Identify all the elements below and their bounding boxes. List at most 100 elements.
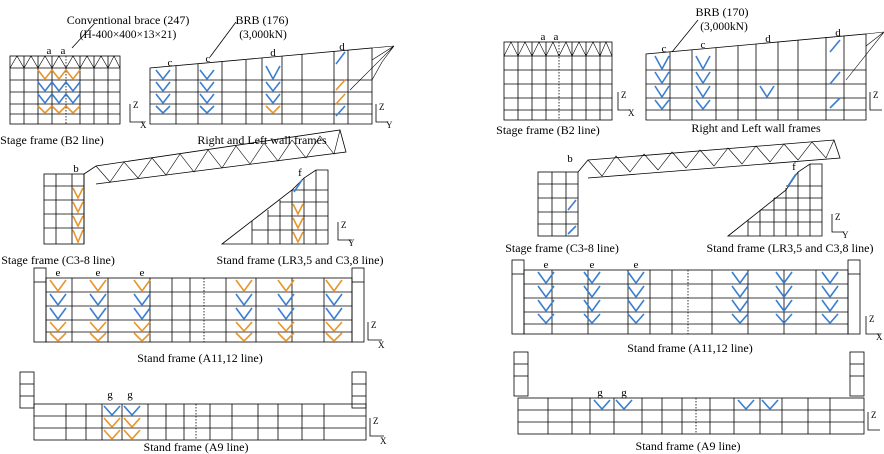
marker-b: b bbox=[567, 153, 573, 165]
svg-text:Y: Y bbox=[386, 120, 393, 130]
axis-indicator: Z bbox=[869, 90, 882, 111]
caption-stage-b2-left: Stage frame (B2 line) bbox=[0, 133, 104, 147]
marker-g: g bbox=[107, 389, 113, 401]
marker-d: d bbox=[765, 33, 771, 45]
brace-group-c38-left bbox=[72, 187, 84, 245]
axis-indicator: Z X bbox=[367, 320, 385, 350]
svg-text:X: X bbox=[140, 120, 147, 130]
caption-stand-lr-left: Stand frame (LR3,5 and C3,8 line) bbox=[217, 253, 384, 267]
marker-a: a bbox=[47, 45, 52, 57]
marker-c: c bbox=[662, 43, 667, 55]
stand-frame-lr-left bbox=[220, 169, 329, 245]
caption-stand-lr-right: Stand frame (LR3,5 and C3,8 line) bbox=[707, 241, 874, 255]
leader-line bbox=[671, 19, 699, 53]
conventional-brace-label: Conventional brace (247) bbox=[67, 13, 190, 27]
brace-group-wall-right bbox=[654, 39, 841, 111]
axis-indicator: Z Y bbox=[337, 220, 355, 248]
axis-indicator: Z Y bbox=[831, 212, 849, 240]
stand-frame-a9-right bbox=[513, 351, 865, 435]
svg-text:Y: Y bbox=[348, 238, 355, 248]
stand-frame-lr-right bbox=[726, 163, 823, 237]
marker-e: e bbox=[544, 259, 549, 271]
brb-capacity-right: (3,000kN) bbox=[700, 21, 748, 33]
brace-group-a1112-right bbox=[537, 271, 839, 325]
marker-e: e bbox=[634, 259, 639, 271]
wall-frame-right bbox=[645, 31, 884, 121]
brace-group-b2-left bbox=[37, 69, 81, 115]
marker-e: e bbox=[96, 267, 101, 279]
stage-frame-c38-left bbox=[43, 129, 347, 245]
stand-frame-a1112-left bbox=[33, 267, 365, 343]
marker-e: e bbox=[56, 267, 61, 279]
marker-a: a bbox=[554, 31, 559, 43]
left-panel: Conventional brace (247) (H-400×400×13×2… bbox=[0, 13, 395, 454]
stand-frame-a9-left bbox=[19, 371, 367, 441]
stage-frame-c38-right bbox=[537, 139, 841, 237]
brace-group-a9-right bbox=[593, 399, 779, 411]
brb-label-left: BRB (176) bbox=[235, 13, 288, 27]
svg-text:Z: Z bbox=[873, 90, 879, 100]
marker-e: e bbox=[140, 267, 145, 279]
stage-frame-b2-right bbox=[503, 41, 613, 121]
svg-text:Z: Z bbox=[871, 410, 877, 420]
svg-text:Z: Z bbox=[373, 416, 379, 426]
right-panel: BRB (170) (3,000kN) a a Z X Stage fr bbox=[496, 5, 884, 453]
marker-a: a bbox=[61, 45, 66, 57]
axis-indicator: Z Y bbox=[375, 102, 393, 130]
axis-indicator: Z X bbox=[865, 314, 883, 342]
svg-text:Z: Z bbox=[133, 100, 139, 110]
marker-f: f bbox=[792, 161, 796, 173]
marker-e: e bbox=[590, 259, 595, 271]
brace-group-a1112-left bbox=[49, 279, 343, 343]
brace-group-wall-left bbox=[155, 51, 346, 117]
stage-frame-b2-left bbox=[9, 55, 121, 125]
caption-stage-c38-right: Stage frame (C3-8 line) bbox=[505, 241, 619, 255]
axis-indicator: Z X bbox=[617, 90, 635, 118]
caption-stage-b2-right: Stage frame (B2 line) bbox=[496, 123, 600, 137]
svg-text:Z: Z bbox=[341, 220, 347, 230]
brace-group-a9-left bbox=[103, 405, 141, 441]
svg-text:Z: Z bbox=[371, 320, 377, 330]
marker-d: d bbox=[835, 27, 841, 39]
marker-c: c bbox=[206, 53, 211, 65]
axis-indicator: Z bbox=[867, 410, 880, 431]
marker-f: f bbox=[298, 167, 302, 179]
svg-text:Z: Z bbox=[869, 314, 875, 324]
svg-text:Z: Z bbox=[835, 212, 841, 222]
marker-g: g bbox=[127, 389, 133, 401]
caption-stage-c38-left: Stage frame (C3-8 line) bbox=[1, 253, 115, 267]
marker-g: g bbox=[597, 387, 603, 399]
caption-stand-a9-left: Stand frame (A9 line) bbox=[144, 440, 249, 454]
svg-text:Z: Z bbox=[621, 90, 627, 100]
caption-wall-right: Right and Left wall frames bbox=[691, 121, 821, 135]
caption-stand-a1112-right: Stand frame (A11,12 line) bbox=[627, 341, 753, 355]
marker-c: c bbox=[701, 39, 706, 51]
marker-c: c bbox=[168, 57, 173, 69]
marker-d: d bbox=[270, 47, 276, 59]
marker-a: a bbox=[541, 31, 546, 43]
marker-d: d bbox=[339, 41, 345, 53]
caption-stand-a1112-left: Stand frame (A11,12 line) bbox=[137, 351, 263, 365]
leader-line bbox=[71, 23, 95, 49]
svg-text:Z: Z bbox=[379, 102, 385, 112]
marker-b: b bbox=[73, 163, 79, 175]
brace-group-c38-right bbox=[567, 199, 577, 235]
svg-text:X: X bbox=[380, 436, 387, 446]
stand-frame-a1112-right bbox=[511, 259, 861, 335]
wall-frame-left bbox=[149, 45, 395, 125]
svg-text:X: X bbox=[628, 108, 635, 118]
svg-text:X: X bbox=[876, 332, 883, 342]
conventional-brace-dims: (H-400×400×13×21) bbox=[80, 29, 177, 41]
svg-text:Y: Y bbox=[842, 230, 849, 240]
svg-text:X: X bbox=[378, 340, 385, 350]
brace-group-lr-left bbox=[292, 179, 304, 244]
brace-group-lr-right bbox=[787, 173, 797, 187]
axis-indicator: Z X bbox=[129, 100, 147, 130]
brb-capacity-left: (3,000kN) bbox=[239, 29, 287, 41]
leader-line bbox=[209, 21, 237, 58]
marker-g: g bbox=[621, 387, 627, 399]
axis-indicator: Z X bbox=[369, 416, 387, 446]
caption-stand-a9-right: Stand frame (A9 line) bbox=[636, 439, 741, 453]
brb-label-right: BRB (170) bbox=[695, 5, 748, 19]
